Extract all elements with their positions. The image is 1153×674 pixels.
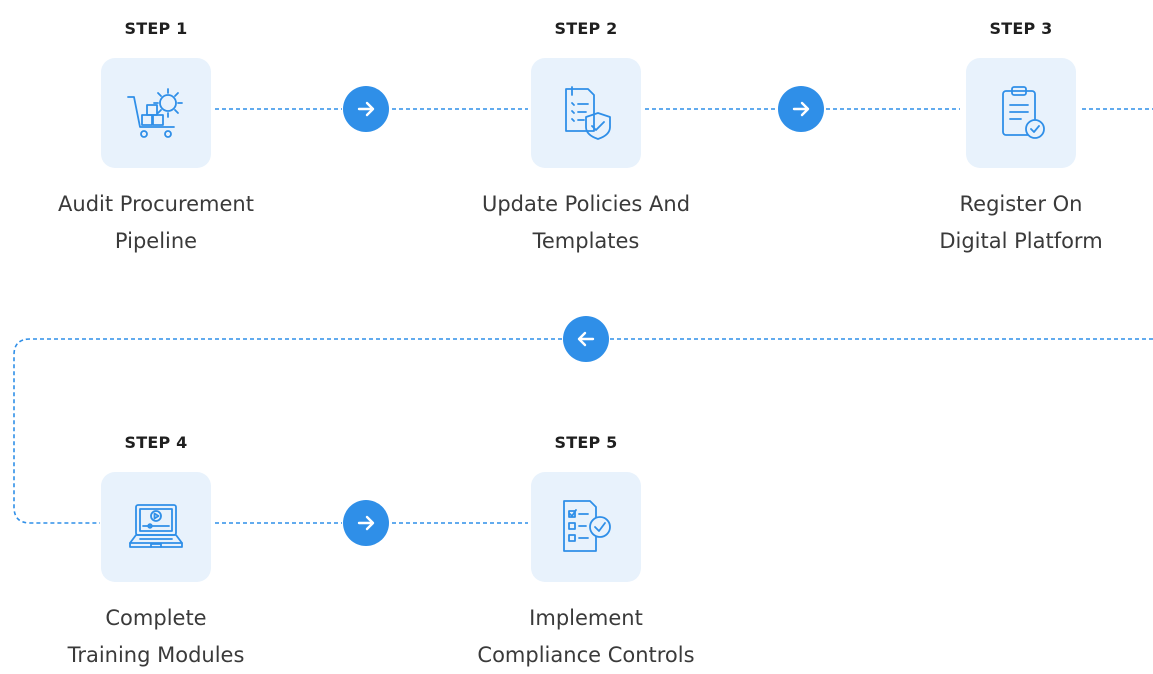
- arrow-right-icon: [778, 86, 824, 132]
- clipboard-check-icon: [966, 58, 1076, 168]
- step-2-title-line-1: Update Policies And: [481, 192, 691, 216]
- step-5-title-line-2: Compliance Controls: [477, 643, 695, 667]
- arrow-left-icon: [563, 316, 609, 362]
- step-3-title-line-1: Register On: [959, 192, 1083, 216]
- step-1: STEP 1 Audit Procurement Pipeline: [26, 18, 286, 253]
- step-2-label: STEP 2: [554, 19, 618, 38]
- step-4-title-line-2: Training Modules: [67, 643, 245, 667]
- step-2-title-line-2: Templates: [532, 229, 640, 253]
- step-4-title-line-1: Complete: [105, 606, 207, 630]
- connector-return-bend: [13, 338, 100, 524]
- arrow-right-icon: [343, 86, 389, 132]
- checklist-check-icon: [531, 472, 641, 582]
- step-3-title: Register On Digital Platform: [891, 186, 1151, 260]
- cart-gear-icon: [101, 58, 211, 168]
- step-2: STEP 2 Update Policies And Templates: [456, 18, 716, 253]
- step-5-title-line-1: Implement: [529, 606, 643, 630]
- step-3-label: STEP 3: [989, 19, 1053, 38]
- laptop-video-icon: [101, 472, 211, 582]
- step-3: STEP 3 Register On Digital Platform: [891, 18, 1151, 253]
- step-4: STEP 4 Complete Training Modules: [26, 432, 286, 667]
- step-2-title: Update Policies And Templates: [456, 186, 716, 260]
- step-4-label: STEP 4: [124, 433, 188, 452]
- step-3-title-line-2: Digital Platform: [939, 229, 1103, 253]
- documents-shield-icon: [531, 58, 641, 168]
- arrow-right-icon: [343, 500, 389, 546]
- step-1-title-line-2: Pipeline: [114, 229, 198, 253]
- step-5: STEP 5 Implement Compliance Controls: [456, 432, 716, 667]
- step-1-title: Audit Procurement Pipeline: [26, 186, 286, 260]
- step-1-title-line-1: Audit Procurement: [58, 192, 254, 216]
- step-1-label: STEP 1: [124, 19, 188, 38]
- step-5-label: STEP 5: [554, 433, 618, 452]
